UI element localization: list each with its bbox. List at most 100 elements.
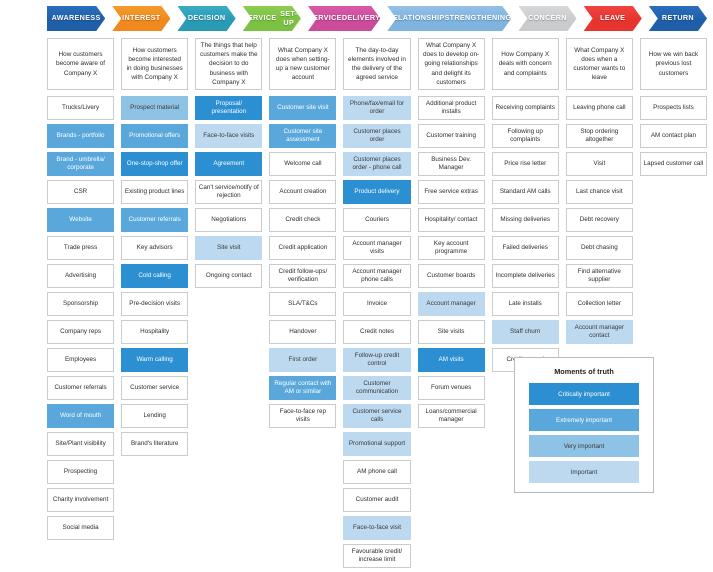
touchpoint-cell[interactable]: Product delivery xyxy=(343,180,411,204)
touchpoint-cell[interactable]: Negotiations xyxy=(195,208,263,232)
touchpoint-cell[interactable]: Proposal/ presentation xyxy=(195,96,263,120)
touchpoint-cell[interactable]: Couriers xyxy=(343,208,411,232)
touchpoint-cell[interactable]: Receiving complaints xyxy=(491,96,559,120)
touchpoint-cell[interactable]: Hospitality xyxy=(121,320,189,344)
touchpoint-cell[interactable]: Warm calling xyxy=(121,348,189,372)
touchpoint-cell[interactable]: Existing product lines xyxy=(121,180,189,204)
touchpoint-cell[interactable]: Account manager phone calls xyxy=(343,264,411,288)
stage-chevron-interest[interactable]: INTEREST xyxy=(112,6,170,31)
touchpoint-cell[interactable]: Customer site assessment xyxy=(269,124,337,148)
touchpoint-cell[interactable]: Site visits xyxy=(417,320,485,344)
touchpoint-cell[interactable]: Phone/fax/email for order xyxy=(343,96,411,120)
touchpoint-cell[interactable]: Key advisors xyxy=(121,236,189,260)
touchpoint-cell[interactable]: Hospitality/ contact xyxy=(417,208,485,232)
touchpoint-cell[interactable]: Customer service xyxy=(121,376,189,400)
touchpoint-cell[interactable]: Ongoing contact xyxy=(195,264,263,288)
touchpoint-cell[interactable]: Customer boards xyxy=(417,264,485,288)
touchpoint-cell[interactable]: Advertising xyxy=(47,264,115,288)
touchpoint-cell[interactable]: One-stop-shop offer xyxy=(121,152,189,176)
touchpoint-cell[interactable]: Lapsed customer call xyxy=(639,152,707,176)
touchpoint-cell[interactable]: Employees xyxy=(47,348,115,372)
touchpoint-cell[interactable]: Customer communication xyxy=(343,376,411,400)
touchpoint-cell[interactable]: Customer referrals xyxy=(47,376,115,400)
touchpoint-cell[interactable]: Following up complaints xyxy=(491,124,559,148)
touchpoint-cell[interactable]: Favourable credit/ increase limit xyxy=(343,544,411,568)
touchpoint-cell[interactable]: Lending xyxy=(121,404,189,428)
touchpoint-cell[interactable]: Cold calling xyxy=(121,264,189,288)
touchpoint-cell[interactable]: Customer places order - phone call xyxy=(343,152,411,176)
touchpoint-cell[interactable]: Missing deliveries xyxy=(491,208,559,232)
touchpoint-cell[interactable]: Handover xyxy=(269,320,337,344)
touchpoint-cell[interactable]: Word of mouth xyxy=(47,404,115,428)
touchpoint-cell[interactable]: Face-to-face visits xyxy=(195,124,263,148)
touchpoint-cell[interactable]: Prospects lists xyxy=(639,96,707,120)
stage-chevron-concern[interactable]: CONCERN xyxy=(518,6,576,31)
touchpoint-cell[interactable]: Last chance visit xyxy=(565,180,633,204)
touchpoint-cell[interactable]: Website xyxy=(47,208,115,232)
touchpoint-cell[interactable]: Brand - umbrella/ corporate xyxy=(47,152,115,176)
touchpoint-cell[interactable]: Additional product installs xyxy=(417,96,485,120)
touchpoint-cell[interactable]: Site/Plant visibility xyxy=(47,432,115,456)
touchpoint-cell[interactable]: Customer places order xyxy=(343,124,411,148)
touchpoint-cell[interactable]: Prospect material xyxy=(121,96,189,120)
touchpoint-cell[interactable]: AM contact plan xyxy=(639,124,707,148)
touchpoint-cell[interactable]: SLA/T&Cs xyxy=(269,292,337,316)
touchpoint-cell[interactable]: Promotional support xyxy=(343,432,411,456)
touchpoint-cell[interactable]: Failed deliveries xyxy=(491,236,559,260)
stage-chevron-awareness[interactable]: AWARENESS xyxy=(47,6,105,31)
touchpoint-cell[interactable]: Follow-up credit control xyxy=(343,348,411,372)
touchpoint-cell[interactable]: Account manager contact xyxy=(565,320,633,344)
touchpoint-cell[interactable]: Pre-decision visits xyxy=(121,292,189,316)
touchpoint-cell[interactable]: Social media xyxy=(47,516,115,540)
touchpoint-cell[interactable]: Face-to-face rep visits xyxy=(269,404,337,428)
touchpoint-cell[interactable]: Account manager xyxy=(417,292,485,316)
touchpoint-cell[interactable]: Free service extras xyxy=(417,180,485,204)
touchpoint-cell[interactable]: Charity involvement xyxy=(47,488,115,512)
touchpoint-cell[interactable]: Customer audit xyxy=(343,488,411,512)
touchpoint-cell[interactable]: Key account programme xyxy=(417,236,485,260)
touchpoint-cell[interactable]: Visit xyxy=(565,152,633,176)
touchpoint-cell[interactable]: Price rise letter xyxy=(491,152,559,176)
touchpoint-cell[interactable]: Agreement xyxy=(195,152,263,176)
touchpoint-cell[interactable]: Credit follow-ups/ verification xyxy=(269,264,337,288)
touchpoint-cell[interactable]: Trucks/Livery xyxy=(47,96,115,120)
touchpoint-cell[interactable]: CSR xyxy=(47,180,115,204)
touchpoint-cell[interactable]: Customer site visit xyxy=(269,96,337,120)
touchpoint-cell[interactable]: Stop ordering altogether xyxy=(565,124,633,148)
touchpoint-cell[interactable]: Account creation xyxy=(269,180,337,204)
touchpoint-cell[interactable]: Debt recovery xyxy=(565,208,633,232)
touchpoint-cell[interactable]: Credit notes xyxy=(343,320,411,344)
touchpoint-cell[interactable]: Find alternative supplier xyxy=(565,264,633,288)
touchpoint-cell[interactable]: Account manager visits xyxy=(343,236,411,260)
touchpoint-cell[interactable]: Promotional offers xyxy=(121,124,189,148)
touchpoint-cell[interactable]: Standard AM calls xyxy=(491,180,559,204)
stage-chevron-decision[interactable]: DECISION xyxy=(177,6,235,31)
touchpoint-cell[interactable]: Can't service/notify of rejection xyxy=(195,180,263,204)
touchpoint-cell[interactable]: Business Dev. Manager xyxy=(417,152,485,176)
stage-chevron-leave[interactable]: LEAVE xyxy=(584,6,642,31)
touchpoint-cell[interactable]: AM phone call xyxy=(343,460,411,484)
touchpoint-cell[interactable]: Prospecting xyxy=(47,460,115,484)
touchpoint-cell[interactable]: Sponsorship xyxy=(47,292,115,316)
touchpoint-cell[interactable]: Face-to-face visit xyxy=(343,516,411,540)
touchpoint-cell[interactable]: Forum venues xyxy=(417,376,485,400)
touchpoint-cell[interactable]: Invoice xyxy=(343,292,411,316)
touchpoint-cell[interactable]: Brands - portfolio xyxy=(47,124,115,148)
touchpoint-cell[interactable]: First order xyxy=(269,348,337,372)
touchpoint-cell[interactable]: Incomplete deliveries xyxy=(491,264,559,288)
touchpoint-cell[interactable]: Customer training xyxy=(417,124,485,148)
touchpoint-cell[interactable]: Regular contact with AM or similar xyxy=(269,376,337,400)
touchpoint-cell[interactable]: Credit application xyxy=(269,236,337,260)
touchpoint-cell[interactable]: Late installs xyxy=(491,292,559,316)
touchpoint-cell[interactable]: Trade press xyxy=(47,236,115,260)
touchpoint-cell[interactable]: Brand's literature xyxy=(121,432,189,456)
touchpoint-cell[interactable]: AM visits xyxy=(417,348,485,372)
touchpoint-cell[interactable]: Loans/commercial manager xyxy=(417,404,485,428)
touchpoint-cell[interactable]: Debt chasing xyxy=(565,236,633,260)
touchpoint-cell[interactable]: Collection letter xyxy=(565,292,633,316)
touchpoint-cell[interactable]: Company reps xyxy=(47,320,115,344)
touchpoint-cell[interactable]: Leaving phone call xyxy=(565,96,633,120)
